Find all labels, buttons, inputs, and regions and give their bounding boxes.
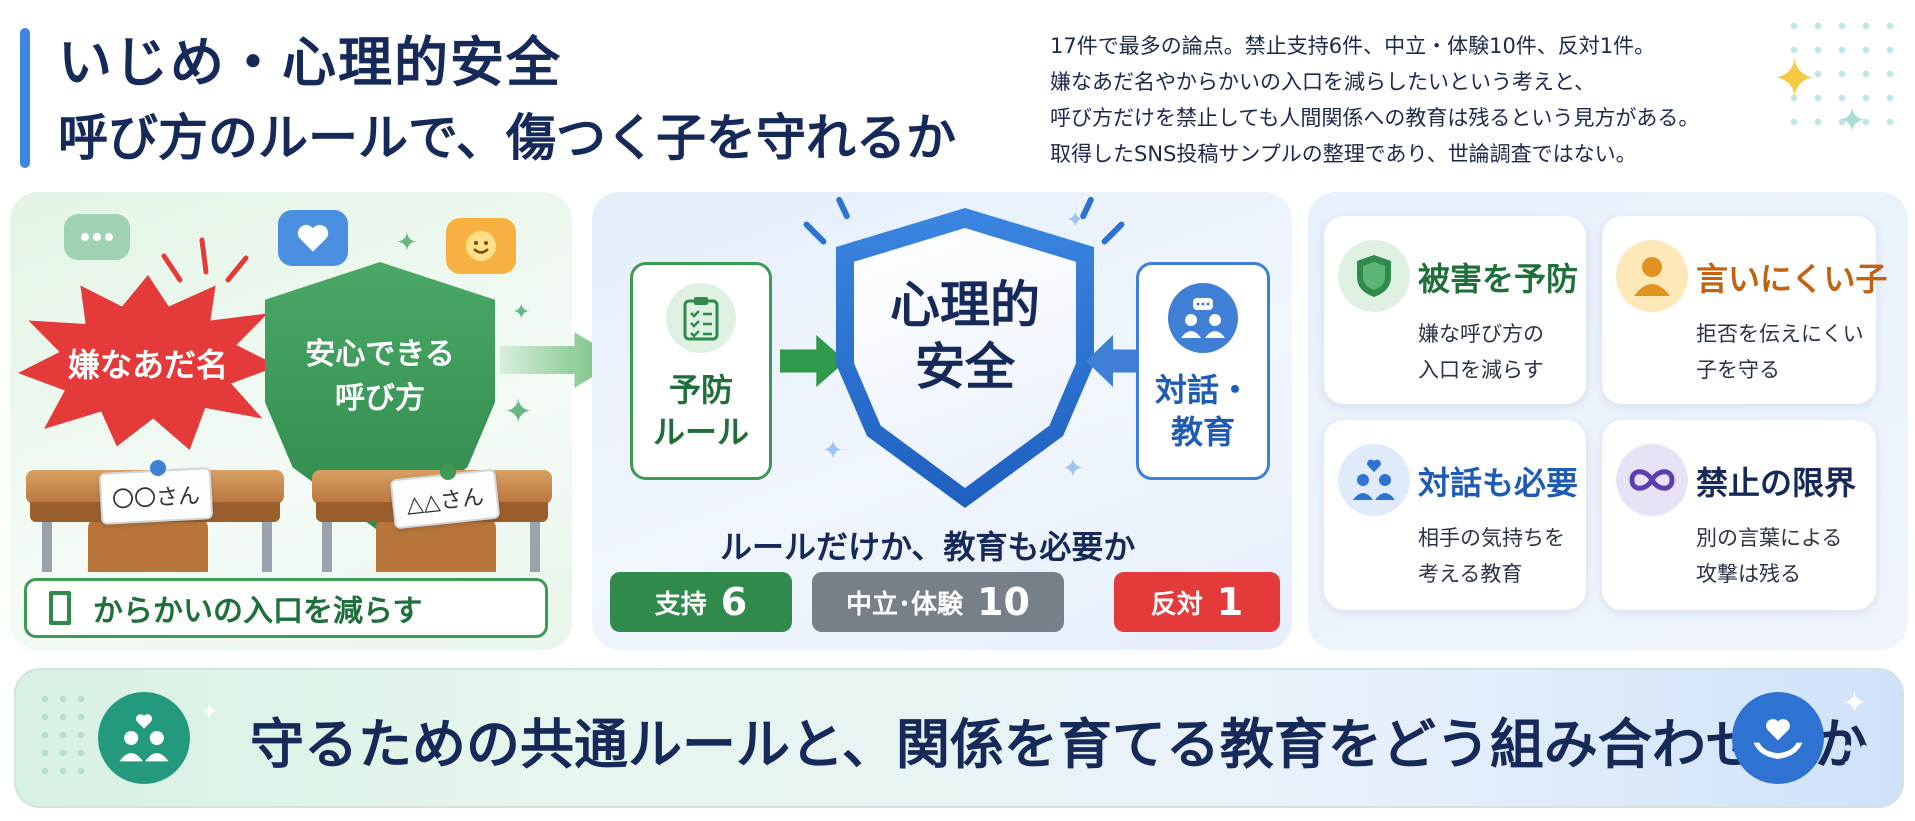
card-title: 対話も必要	[1418, 464, 1579, 502]
description: 17件で最多の論点。禁止支持6件、中立・体験10件、反対1件。 嫌なあだ名やから…	[1050, 28, 1750, 172]
dialogue-label-line1: 対話・	[1154, 371, 1251, 409]
support-value: 6	[720, 580, 748, 624]
card-title: 言いにくい子	[1696, 260, 1888, 298]
prevention-rule-card: 予防 ルール	[630, 262, 772, 480]
door-icon	[49, 591, 71, 625]
support-label: 支持	[654, 589, 707, 620]
sparkle-icon: ✦	[1838, 101, 1867, 141]
card-body: 相手の気持ちを 考える教育	[1418, 520, 1565, 592]
smile-bubble-icon	[446, 218, 516, 274]
desk-leg	[42, 512, 52, 572]
bottom-banner	[14, 668, 1904, 808]
description-line: 呼び方だけを禁止しても人間関係への教育は残るという見方がある。	[1050, 106, 1700, 130]
card-title: 禁止の限界	[1696, 464, 1857, 502]
dialogue-education-card: 対話・ 教育	[1136, 262, 1270, 480]
shield-label-line2: 呼び方	[335, 381, 425, 416]
description-line: 嫌なあだ名やからかいの入口を減らしたいという考えと、	[1050, 70, 1596, 94]
card-body-line: 考える教育	[1418, 562, 1523, 586]
oppose-count-badge: 反対 1	[1114, 572, 1280, 632]
desk-leg	[262, 512, 272, 572]
shield-icon	[1338, 240, 1410, 312]
shield-center-line1: 心理的	[890, 276, 1040, 334]
page-title: いじめ・心理的安全	[58, 31, 562, 94]
neutral-label: 中立･体験	[846, 589, 964, 620]
card-body-line: 嫌な呼び方の	[1418, 322, 1544, 346]
card-body-line: 入口を減らす	[1418, 358, 1544, 382]
shield-label-line1: 安心できる	[305, 337, 455, 372]
card-body-line: 別の言葉による	[1696, 526, 1843, 550]
card-hard-to-speak-child: 言いにくい子 拒否を伝えにくい 子を守る	[1602, 216, 1887, 404]
neutral-value: 10	[977, 580, 1030, 624]
infinity-icon	[1616, 444, 1688, 516]
sparkle-icon: ✦	[512, 300, 531, 325]
heart-hands-icon	[1732, 692, 1824, 784]
sparkle-icon: ✦	[1062, 454, 1084, 484]
card-body-line: 相手の気持ちを	[1418, 526, 1565, 550]
heart-bubble-icon	[278, 210, 348, 266]
card-body-line: 攻撃は残る	[1696, 562, 1801, 586]
card-body: 別の言葉による 攻撃は残る	[1696, 520, 1842, 592]
sparkle-icon: ✦	[1066, 208, 1085, 233]
decorative-dots	[1782, 14, 1904, 134]
rule-vs-education-question: ルールだけか、教育も必要か	[720, 528, 1136, 566]
sparkle-icon: ✦	[200, 700, 219, 725]
chair	[376, 518, 496, 572]
card-limits-of-ban: 禁止の限界 別の言葉による 攻撃は残る	[1602, 420, 1876, 610]
description-line: 取得したSNS投稿サンプルの整理であり、世論調査ではない。	[1050, 142, 1637, 166]
pin-icon	[150, 460, 166, 476]
card-title: 被害を予防	[1418, 260, 1579, 298]
sparkle-icon: ✦	[504, 392, 533, 432]
card-body: 嫌な呼び方の 入口を減らす	[1418, 316, 1544, 388]
entry-label: からかいの入口を減らす	[93, 594, 423, 629]
shield-center-line2: 安全	[915, 338, 1015, 396]
alert-rays-icon	[161, 237, 249, 283]
card-prevent-harm: 被害を予防 嫌な呼び方の 入口を減らす	[1324, 216, 1586, 404]
people-talking-icon	[1168, 283, 1238, 353]
sparkle-icon: ✦	[822, 436, 844, 466]
person-icon	[1616, 240, 1688, 312]
checklist-icon	[666, 283, 736, 353]
card-dialogue-needed: 対話も必要 相手の気持ちを 考える教育	[1324, 420, 1586, 610]
reduce-teasing-entry-box: からかいの入口を減らす	[24, 578, 548, 638]
prevention-label-line2: ルール	[652, 413, 749, 451]
people-heart-icon	[1338, 444, 1410, 516]
oppose-label: 反対	[1150, 589, 1203, 620]
neutral-count-badge: 中立･体験 10	[812, 572, 1064, 632]
description-line: 17件で最多の論点。禁止支持6件、中立・体験10件、反対1件。	[1050, 34, 1656, 58]
support-count-badge: 支持 6	[610, 572, 792, 632]
desk-leg	[530, 512, 540, 572]
decorative-dots	[1840, 740, 1890, 790]
people-heart-icon	[98, 692, 190, 784]
desk-leg	[322, 512, 332, 572]
page-subtitle: 呼び方のルールで、傷つく子を守れるか	[58, 109, 956, 167]
burst-label: 嫌なあだ名	[67, 345, 228, 384]
banner-question: 守るための共通ルールと、関係を育てる教育をどう組み合わせるか	[250, 713, 1868, 776]
decorative-dots	[36, 690, 96, 780]
oppose-value: 1	[1216, 580, 1244, 624]
sparkle-icon: ✦	[1772, 47, 1818, 110]
card-body-line: 拒否を伝えにくい	[1696, 322, 1864, 346]
chair	[88, 518, 208, 572]
dialogue-label-line2: 教育	[1170, 413, 1235, 451]
pin-icon	[440, 464, 456, 480]
sparkle-icon: ✦	[396, 228, 418, 258]
chat-bubble-icon	[64, 214, 130, 260]
card-body-line: 子を守る	[1696, 358, 1780, 382]
sparkle-icon: ✦	[1842, 686, 1868, 721]
prevention-label-line1: 予防	[668, 371, 733, 409]
card-body: 拒否を伝えにくい 子を守る	[1696, 316, 1864, 388]
title-accent-bar	[20, 28, 30, 168]
